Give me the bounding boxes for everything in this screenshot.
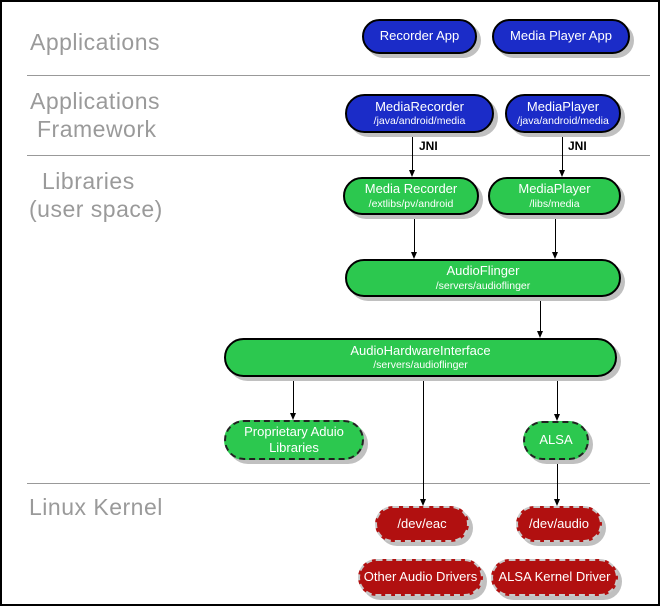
node-audioflinger: AudioFlinger /servers/audioflinger <box>345 259 621 297</box>
jni-label-left: JNI <box>419 139 438 153</box>
node-proprietary-audio-libraries: Proprietary Aduio Libraries <box>224 420 364 460</box>
node-title: Media Recorder <box>364 181 458 197</box>
node-subtitle: Libraries <box>269 440 319 455</box>
node-title: /dev/eac <box>397 515 447 531</box>
node-other-audio-drivers: Other Audio Drivers <box>358 559 483 596</box>
layer-label-framework-line2: Framework <box>37 116 157 142</box>
node-dev-audio: /dev/audio <box>516 506 602 542</box>
node-mediarecorder-framework: MediaRecorder /java/android/media <box>345 94 494 133</box>
node-title: Proprietary Aduio <box>244 423 344 439</box>
node-mediaplayer-framework: MediaPlayer /java/android/media <box>505 94 621 133</box>
node-alsa-kernel-driver: ALSA Kernel Driver <box>491 559 618 596</box>
node-subtitle: /java/android/media <box>517 115 609 128</box>
divider-framework-libraries <box>27 155 650 156</box>
node-title: /dev/audio <box>529 515 589 531</box>
node-recorder-app: Recorder App <box>362 19 477 54</box>
arrow-ahi-to-dev-eac <box>420 377 426 506</box>
node-media-recorder-lib: Media Recorder /extlibs/pv/android <box>343 177 479 215</box>
node-title: MediaPlayer <box>526 98 600 114</box>
node-media-player-app: Media Player App <box>492 19 630 54</box>
arrow-mediarecorder-to-audioflinger <box>411 215 417 259</box>
layer-label-applications: Applications <box>30 29 161 55</box>
node-subtitle: /extlibs/pv/android <box>368 197 454 210</box>
arrow-jni-mediarecorder <box>409 132 415 177</box>
node-subtitle: /servers/audioflinger <box>435 279 531 292</box>
node-title: MediaPlayer <box>518 181 591 197</box>
layer-label-framework-line1: Applications <box>30 88 161 114</box>
arrow-mediaplayer-to-audioflinger <box>552 215 558 259</box>
node-title: Other Audio Drivers <box>363 569 478 585</box>
node-title: Media Player App <box>510 28 612 44</box>
arrow-jni-mediaplayer <box>559 132 565 177</box>
node-mediaplayer-lib: MediaPlayer /libs/media <box>488 177 621 215</box>
layer-label-libraries-line2: (user space) <box>29 196 163 222</box>
node-alsa: ALSA <box>523 421 589 460</box>
divider-applications-framework <box>27 75 650 76</box>
arrow-ahi-to-proprietary <box>290 377 296 420</box>
arrow-ahi-to-alsa <box>554 377 560 421</box>
node-title: Recorder App <box>379 28 460 44</box>
arrow-audioflinger-to-ahi <box>537 297 543 338</box>
node-audiohardwareinterface: AudioHardwareInterface /servers/audiofli… <box>224 338 617 377</box>
node-dev-eac: /dev/eac <box>375 506 469 542</box>
node-title: AudioHardwareInterface <box>350 342 491 358</box>
node-title: ALSA <box>539 432 573 448</box>
node-subtitle: /libs/media <box>529 197 580 210</box>
node-subtitle: /servers/audioflinger <box>373 359 468 372</box>
layer-label-libraries-line1: Libraries <box>42 168 135 194</box>
arrow-alsa-to-dev-audio <box>554 460 560 506</box>
layer-label-kernel: Linux Kernel <box>29 494 163 520</box>
node-title: ALSA Kernel Driver <box>498 569 611 585</box>
divider-libraries-kernel <box>27 483 650 484</box>
node-title: MediaRecorder <box>375 98 464 114</box>
node-title: AudioFlinger <box>446 263 520 279</box>
jni-label-right: JNI <box>568 139 587 153</box>
node-subtitle: /java/android/media <box>373 115 466 128</box>
